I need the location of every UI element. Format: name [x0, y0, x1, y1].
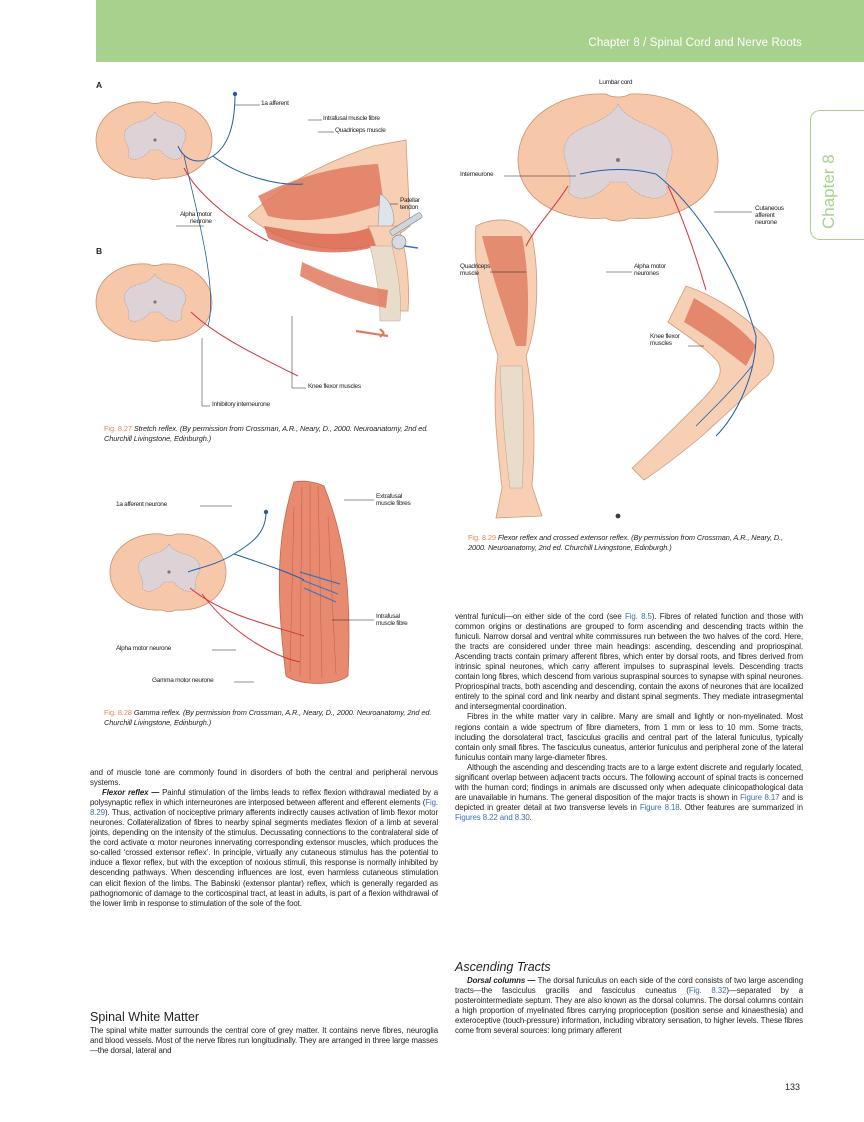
figure-8-29-caption: Fig. 8.29 Flexor reflex and crossed exte… [468, 533, 802, 552]
chapter-header: Chapter 8 / Spinal Cord and Nerve Roots [96, 0, 864, 62]
flexed-leg [631, 285, 775, 481]
text-run: and is depicted in greater detail at two… [455, 792, 803, 812]
figure-8-29: Lumbar cord Interneurone Cutaneous affer… [456, 76, 796, 526]
leg-illustration [247, 139, 423, 338]
muscle-illustration [278, 480, 350, 684]
reference-marker-icon [615, 513, 621, 519]
figure-reference-link[interactable]: Figure 8.17 [740, 792, 780, 802]
left-text-column: and of muscle tone are commonly found in… [90, 768, 438, 909]
caption-text: Stretch reflex. (By permission from Cros… [104, 424, 429, 443]
label-alpha-motor-neurone: Alpha motor neurone [116, 645, 172, 652]
label-knee-flexor-muscles: Knee flexor muscles [650, 333, 680, 347]
figure-reference-link[interactable]: Fig. 8.32 [688, 986, 727, 996]
text-run: . Other features are summarized in [679, 802, 803, 812]
caption-number: Fig. 8.28 [104, 708, 132, 717]
neurone-paths [525, 169, 757, 437]
run-in-heading: Flexor reflex — [102, 788, 160, 798]
lumbar-cord-section [517, 93, 719, 222]
chapter-title: Chapter 8 / Spinal Cord and Nerve Roots [588, 37, 802, 49]
label-intrafusal-fibre: Intrafusal muscle fibre [323, 115, 380, 122]
chapter-side-tab: Chapter 8 [810, 110, 864, 240]
chapter-side-tab-label: Chapter 8 [819, 154, 838, 229]
neurone-paths [177, 91, 304, 377]
label-1a-afferent: 1a afferent [261, 100, 289, 107]
panel-a-letter: A [96, 80, 103, 90]
label-lumbar-cord: Lumbar cord [599, 79, 633, 86]
label-patellar-tendon: Patellar tendon [400, 197, 420, 211]
spinal-cord-section [109, 533, 227, 612]
figure-reference-link[interactable]: Figures 8.22 and 8.30 [455, 812, 530, 822]
panel-b-letter: B [96, 246, 103, 256]
figure-reference-link[interactable]: Fig. 8.5 [624, 612, 652, 621]
figure-reference-link[interactable]: Fig. 8.29 [90, 798, 438, 818]
figure-8-27-caption: Fig. 8.27 Stretch reflex. (By permission… [104, 424, 440, 443]
section-heading-ascending-tracts: Ascending Tracts [455, 960, 551, 974]
text-run: )—separated by a posterointermediate sep… [455, 986, 803, 1036]
figure-8-28: 1a afferent neurone Extrafusal muscle fi… [104, 476, 444, 696]
paragraph: Although the ascending and descending tr… [455, 763, 803, 823]
text-run: ventral funiculi—on either side of the c… [455, 612, 625, 621]
label-knee-flexor-muscles: Knee flexor muscles [308, 383, 361, 390]
figure-8-29-illustration [474, 93, 775, 519]
figure-8-27: A B 1a afferent Intrafusal muscle fibre … [88, 76, 448, 421]
section-heading-spinal-white-matter: Spinal White Matter [90, 1010, 200, 1024]
text-run: motor neurones innervating corresponding… [90, 838, 438, 908]
leader-lines [490, 175, 752, 347]
standing-leg [474, 219, 543, 519]
paragraph: ventral funiculi—on either side of the c… [455, 612, 803, 712]
right-text-column: ventral funiculi—on either side of the c… [455, 612, 803, 823]
caption-text: Flexor reflex and crossed extensor refle… [468, 533, 784, 552]
paragraph: Fibres in the white matter vary in calib… [455, 712, 803, 762]
spinal-cord-section-b [95, 263, 213, 342]
paragraph: and of muscle tone are commonly found in… [90, 768, 438, 788]
label-gamma-motor-neurone: Gamma motor neurone [152, 677, 214, 684]
left-text-column-lower: The spinal white matter surrounds the ce… [90, 1026, 438, 1056]
text-run: Although the ascending and descending tr… [455, 762, 803, 802]
label-inhibitory-interneurone: Inhibitory interneurone [212, 401, 270, 408]
label-cutaneous-afferent-neurone: Cutaneous afferent neurone [755, 205, 784, 226]
right-text-column-lower: Dorsal columns — The dorsal funiculus on… [455, 976, 803, 1036]
paragraph-dorsal-columns: Dorsal columns — The dorsal funiculus on… [455, 976, 803, 1036]
figure-8-28-caption: Fig. 8.28 Gamma reflex. (By permission f… [104, 708, 440, 727]
text-run: . [529, 812, 532, 822]
caption-number: Fig. 8.29 [468, 533, 496, 542]
run-in-heading: Dorsal columns — [467, 976, 536, 985]
label-alpha-motor-neurone: Alpha motor neurone [180, 211, 212, 225]
text-run: ). Fibres of related function and those … [455, 612, 803, 712]
text-run: ). Thus, activation of nociceptive prima… [90, 808, 438, 848]
leader-lines [200, 499, 374, 683]
neurone-paths [187, 509, 305, 663]
label-quadriceps-muscle: Quadriceps muscle [335, 127, 386, 134]
label-1a-afferent-neurone: 1a afferent neurone [116, 501, 167, 508]
paragraph-flexor-reflex: Flexor reflex — Painful stimulation of t… [90, 788, 438, 909]
label-quadriceps-muscle: Quadriceps muscle [460, 263, 491, 277]
caption-number: Fig. 8.27 [104, 424, 132, 433]
text-run: α [149, 838, 155, 848]
leader-lines [176, 104, 398, 407]
label-interneurone: Interneurone [460, 171, 494, 178]
figure-8-28-illustration [109, 480, 374, 684]
figure-8-27-illustration [95, 91, 423, 407]
label-intrafusal-fibre: Intrafusal muscle fibre [376, 613, 408, 627]
text-run: Painful stimulation of the limbs leads t… [90, 788, 439, 808]
page-number: 133 [784, 1082, 800, 1092]
figure-reference-link[interactable]: Figure 8.18 [639, 802, 680, 812]
label-extrafusal-fibres: Extrafusal muscle fibres [376, 493, 411, 507]
caption-text: Gamma reflex. (By permission from Crossm… [104, 708, 432, 727]
spinal-cord-section-a [95, 101, 213, 180]
label-alpha-motor-neurones: Alpha motor neurones [634, 263, 666, 277]
paragraph: The spinal white matter surrounds the ce… [90, 1026, 438, 1056]
text-run: The dorsal funiculus on each side of the… [455, 976, 803, 996]
